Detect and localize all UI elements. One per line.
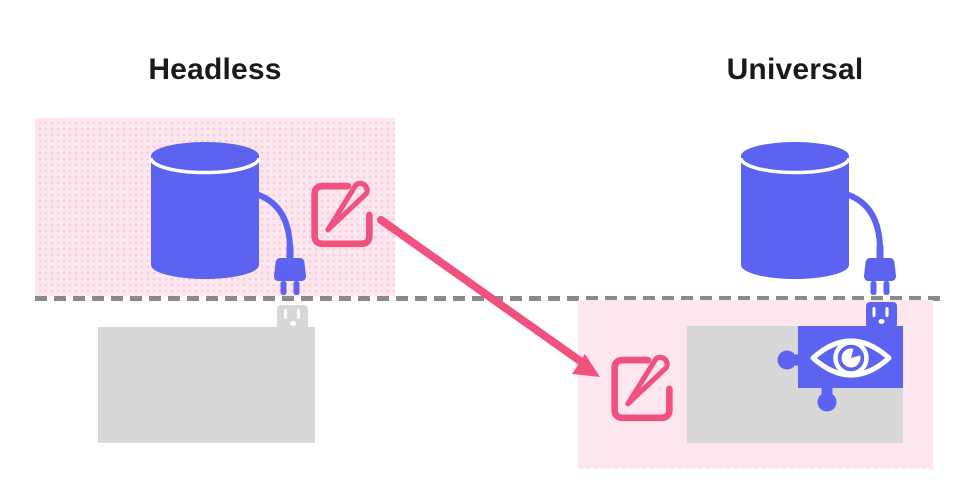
edit-pencil <box>325 180 370 233</box>
database-icon <box>739 142 896 295</box>
edit-icon <box>611 354 673 422</box>
power-plug-icon <box>864 244 896 295</box>
database-lid-line <box>149 157 261 175</box>
arrow-head <box>572 354 600 377</box>
power-socket-icon <box>277 305 308 327</box>
power-cable <box>843 191 883 253</box>
power-socket-icon <box>866 302 897 328</box>
edit-pencil <box>625 354 670 407</box>
eye-icon <box>810 338 892 378</box>
database-icon <box>149 142 306 295</box>
socket-hole <box>289 320 296 326</box>
database-lid-line <box>739 157 851 175</box>
arrow-shaft <box>377 216 587 367</box>
edit-square <box>311 182 373 248</box>
puzzle-piece-icon <box>777 302 903 412</box>
universal-title: Universal <box>726 53 864 86</box>
headless-presentation-box <box>98 327 315 443</box>
socket-slit <box>283 309 287 319</box>
database-cylinder <box>151 142 259 279</box>
power-cable <box>253 191 293 253</box>
socket-slit <box>296 309 300 319</box>
power-plug-icon <box>274 244 306 295</box>
edit-square <box>611 356 673 422</box>
arrow-down-right <box>377 216 600 377</box>
edit-icon <box>311 180 373 248</box>
database-cylinder <box>741 142 849 279</box>
headless-title: Headless <box>148 53 282 86</box>
